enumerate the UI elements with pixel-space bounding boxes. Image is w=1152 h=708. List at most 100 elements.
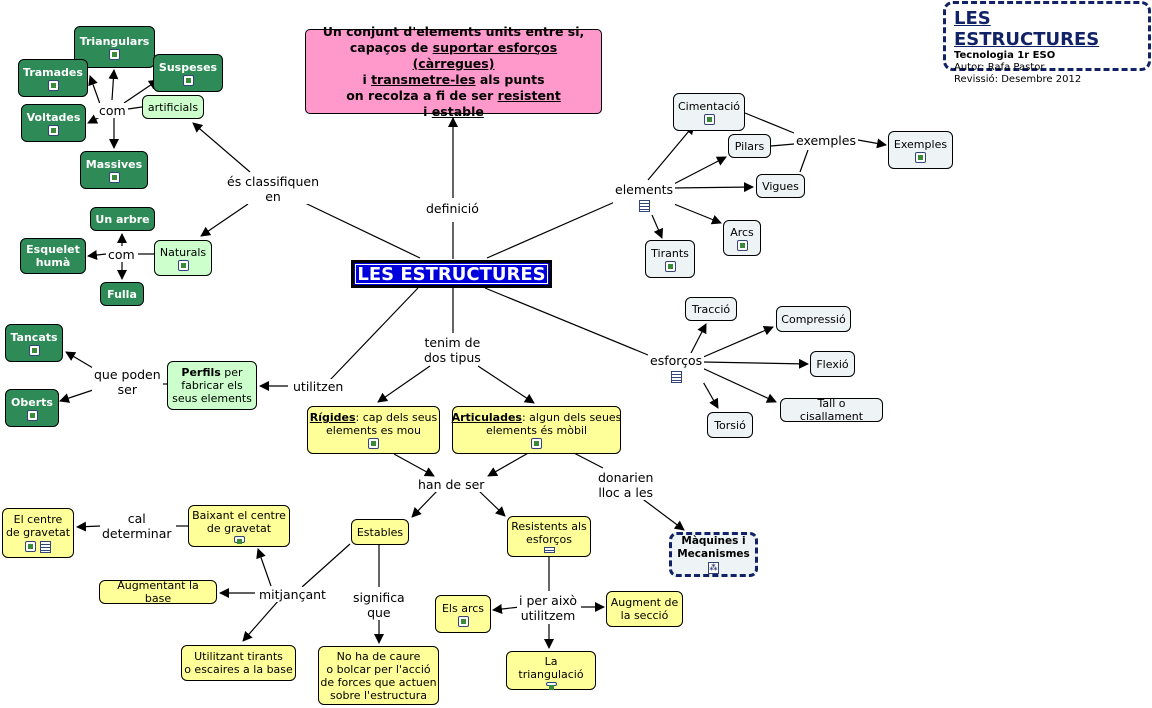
connector-line <box>242 599 280 642</box>
def-line-4: on recolza a fi de ser resistent <box>346 87 561 103</box>
esquelet-huma-node[interactable]: Esquelet humà <box>20 238 86 274</box>
compressio-node[interactable]: Compressió <box>776 306 851 332</box>
header-subtitle: Tecnologia 1r ESO <box>954 50 1056 61</box>
un-arbre-node[interactable]: Un arbre <box>90 207 155 231</box>
connector-line <box>65 351 94 369</box>
map-link-icon: ⁂ <box>708 562 719 574</box>
link-classifiquen: és classifiquen en <box>225 174 322 204</box>
connector-line <box>477 489 506 517</box>
root-node[interactable]: LES ESTRUCTURES <box>351 260 552 288</box>
pilars-node[interactable]: Pilars <box>728 134 771 158</box>
definition-node[interactable]: Un conjunt d'elements units entre si, ca… <box>305 24 602 119</box>
image-icon <box>368 438 379 449</box>
exemples-node[interactable]: Exemples <box>888 131 953 169</box>
cimentacio-node[interactable]: Cimentació <box>673 93 745 131</box>
traccio-node[interactable]: Tracció <box>685 297 737 321</box>
connector-line <box>76 521 101 532</box>
connector-line <box>301 543 351 588</box>
connector-line <box>647 124 695 181</box>
image-icon <box>177 259 189 271</box>
connector-line <box>304 202 421 259</box>
link-utilitzen: utilitzen <box>291 379 346 394</box>
connector-line <box>377 365 431 403</box>
link-com-artificials: com <box>97 103 128 118</box>
link-han-de-ser: han de ser <box>416 477 487 492</box>
resistents-node[interactable]: Resistents als esforços <box>507 516 591 557</box>
image-icon <box>531 438 542 449</box>
link-cal-determinar: cal determinar <box>100 511 174 541</box>
voltades-node[interactable]: Voltades <box>21 104 86 142</box>
def-line-2: capaços de suportar esforços (càrregues) <box>349 39 558 71</box>
link-i-per-aixo: i per això utilitzem <box>517 593 579 623</box>
mecanismes-node[interactable]: Màquines i Mecanismes⁂ <box>669 532 758 577</box>
def-line-5: i estable <box>423 103 484 119</box>
link-mitjancant: mitjançant <box>257 587 328 602</box>
augmentant-base-node[interactable]: Augmentant la base <box>99 579 217 605</box>
tall-node[interactable]: Tall o cisallament <box>780 397 883 423</box>
connector-line <box>329 287 419 381</box>
connector-line <box>59 389 94 403</box>
tramades-node[interactable]: Tramades <box>18 59 88 97</box>
link-donarien: donarien lloc a les <box>596 470 656 500</box>
image-icon <box>26 409 38 421</box>
image-icon <box>915 151 926 163</box>
connector-line <box>192 122 251 173</box>
image-icon <box>664 260 676 272</box>
connector-line <box>492 604 521 614</box>
massives-node[interactable]: Massives <box>80 151 148 189</box>
image-icon <box>736 239 748 251</box>
connector-line <box>651 214 663 239</box>
connector-line <box>123 79 159 104</box>
connector-line <box>486 200 618 259</box>
image-icon <box>48 124 59 136</box>
flexio-node[interactable]: Flexió <box>810 351 855 377</box>
image-icon <box>25 541 36 553</box>
def-line-1: Un conjunt d'elements units entre si, <box>322 23 585 39</box>
tancats-node[interactable]: Tancats <box>5 324 63 362</box>
link-exemples: exemples <box>794 133 858 148</box>
image-icon <box>28 344 40 356</box>
connector-line <box>639 496 685 531</box>
connector-line <box>667 156 727 188</box>
image-icon <box>182 74 194 86</box>
rigides-node[interactable]: Rígides: cap dels seus elements es mou <box>307 406 440 454</box>
tirants-node[interactable]: Tirants <box>645 240 695 278</box>
connector-line <box>484 287 649 356</box>
perfils-node[interactable]: Perfils per fabricar els seus elements <box>167 361 257 410</box>
connector-line <box>87 114 101 124</box>
connector-line <box>200 203 249 237</box>
def-line-3: i transmetre-les als punts <box>362 71 545 87</box>
connector-line <box>671 182 754 193</box>
artificials-node[interactable]: artificials <box>142 95 204 119</box>
connector-line <box>393 453 435 477</box>
link-definicio: definició <box>424 201 481 216</box>
arcs-node[interactable]: Arcs <box>723 220 761 256</box>
centre-gravetat-node[interactable]: El centre de gravetat <box>2 508 74 558</box>
baixant-node[interactable]: Baixant el centre de gravetat <box>188 505 290 547</box>
connector-line <box>744 112 795 134</box>
document-icon <box>638 200 650 212</box>
articulades-node[interactable]: Articulades: algun dels seues elements é… <box>452 406 621 454</box>
connector-line <box>702 358 809 369</box>
torsio-node[interactable]: Torsió <box>707 412 753 438</box>
no-caure-node[interactable]: No ha de caure o bolcar per l'acció de f… <box>318 646 439 705</box>
connector-line <box>108 69 119 101</box>
image-icon <box>457 615 469 627</box>
naturals-node[interactable]: Naturals <box>154 240 212 276</box>
vigues-node[interactable]: Vigues <box>756 174 805 198</box>
triangulars-node[interactable]: Triangulars <box>74 26 155 68</box>
oberts-node[interactable]: Oberts <box>5 389 59 427</box>
tirants-escaires-node[interactable]: Utilitzant tirants o escaires a la base <box>181 645 296 681</box>
connector-line <box>770 143 795 147</box>
augment-seccio-node[interactable]: Augment de la secció <box>606 591 683 627</box>
triangulacio-node[interactable]: La triangulació <box>506 651 596 690</box>
image-icon <box>703 113 715 125</box>
estables-node[interactable]: Estables <box>351 519 409 545</box>
document-icon <box>543 547 555 553</box>
suspeses-node[interactable]: Suspeses <box>153 54 223 92</box>
connector-line <box>411 489 439 518</box>
fulla-node[interactable]: Fulla <box>100 282 144 306</box>
connector-line <box>88 75 101 105</box>
els-arcs-node[interactable]: Els arcs <box>435 595 491 633</box>
connector-line <box>673 203 722 225</box>
